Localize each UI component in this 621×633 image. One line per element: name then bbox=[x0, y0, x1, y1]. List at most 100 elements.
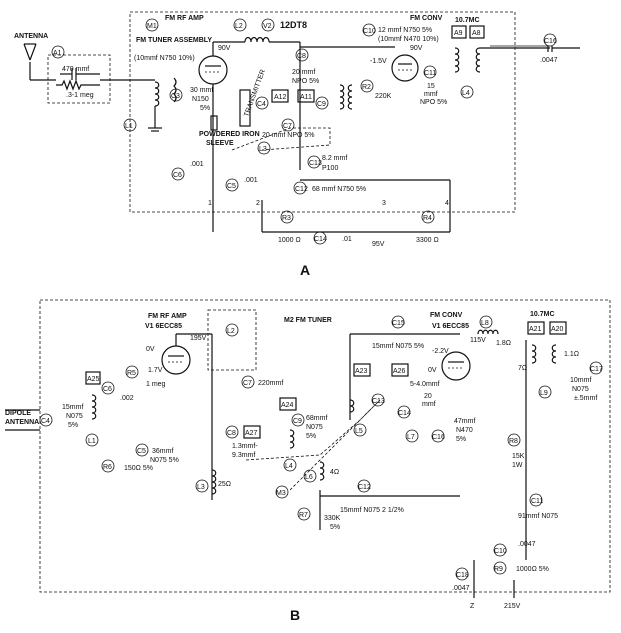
ref-c11-b: C11 bbox=[531, 498, 543, 505]
c3-tol: 5% bbox=[200, 105, 210, 112]
r2-value: 220K bbox=[375, 93, 392, 100]
conv-plate-b: 115V bbox=[470, 337, 486, 344]
node-1: 1 bbox=[208, 200, 212, 207]
ref-c12: C12 bbox=[295, 186, 308, 193]
c9-b-value: 68mmf bbox=[306, 415, 327, 422]
c13-b-value: 5-4.0mmf bbox=[410, 381, 440, 388]
ref-c6: C6 bbox=[173, 172, 182, 179]
c14-value: .01 bbox=[342, 236, 352, 243]
ref-c15: C15 bbox=[392, 320, 405, 327]
c3-tc: N150 bbox=[192, 96, 209, 103]
ref-c14: C14 bbox=[314, 236, 327, 243]
node-4: 4 bbox=[445, 200, 449, 207]
a1-network-box bbox=[47, 54, 111, 104]
ref-c10: C10 bbox=[363, 28, 376, 35]
ref-r4: R4 bbox=[423, 215, 432, 222]
c3-value: 30 mmf bbox=[190, 87, 213, 94]
ref-r6: R6 bbox=[103, 464, 112, 471]
conv-label-a: FM CONV bbox=[410, 15, 443, 22]
conv-grid-b: -2.2V bbox=[432, 348, 449, 355]
powdered-iron-label: POWDERED IRON bbox=[199, 131, 260, 138]
ref-r2: R2 bbox=[362, 84, 371, 91]
ref-c9: C9 bbox=[317, 101, 326, 108]
c4-b-c: 5% bbox=[68, 422, 78, 429]
ref-c6-b: C6 bbox=[103, 386, 112, 393]
ref-l4-b: L4 bbox=[285, 463, 293, 470]
ref-c13-b: C13 bbox=[372, 398, 385, 405]
if-freq-a: 10.7MC bbox=[455, 17, 480, 24]
ref-c16-b: C16 bbox=[432, 434, 445, 441]
c16-value: .0047 bbox=[540, 57, 558, 64]
tuner-assembly-label: FM TUNER ASSEMBLY bbox=[136, 37, 212, 44]
tube-label-a: 12DT8 bbox=[280, 20, 307, 30]
ref-a9: A9 bbox=[454, 30, 463, 37]
cath-v: 1.7V bbox=[148, 367, 163, 374]
conv-v-a: 90V bbox=[410, 45, 423, 52]
ref-c17: C17 bbox=[590, 366, 603, 373]
ref-a11: A11 bbox=[300, 94, 312, 101]
tuner-label-b: M2 FM TUNER bbox=[284, 317, 332, 324]
ref-c7-b: C7 bbox=[243, 380, 252, 387]
ref-l6: L6 bbox=[305, 474, 313, 481]
b-plus-b: 215V bbox=[504, 603, 521, 610]
c9-b-tc: N075 bbox=[306, 424, 323, 431]
r5-value: 1 meg bbox=[146, 381, 166, 388]
l1-coil bbox=[154, 81, 160, 107]
tuner-note: (10mmf N750 10%) bbox=[134, 55, 195, 62]
ref-l9: L9 bbox=[540, 390, 548, 397]
ref-l7: L7 bbox=[407, 434, 415, 441]
ref-c14-b: C14 bbox=[398, 410, 411, 417]
caption-b: B bbox=[290, 607, 300, 623]
c8-value: 20 mmf bbox=[292, 69, 315, 76]
conv-tube-a bbox=[391, 54, 419, 82]
ref-a25: A25 bbox=[87, 376, 100, 383]
c11-b-value: 91mmf N075 bbox=[518, 513, 558, 520]
ref-c16: C16 bbox=[544, 38, 557, 45]
l3-b-value: 25Ω bbox=[218, 481, 231, 488]
ref-a12: A12 bbox=[274, 94, 287, 101]
c4-b-a: 15mmf bbox=[62, 404, 83, 411]
r7-value: 330K bbox=[324, 515, 341, 522]
c5-b-value: 36mmf bbox=[152, 448, 173, 455]
if-r2: 1.1Ω bbox=[564, 351, 579, 358]
ref-a23: A23 bbox=[355, 368, 368, 375]
c13-value: 8.2 mmf bbox=[322, 155, 347, 162]
if-freq-b: 10.7MC bbox=[530, 311, 555, 318]
ref-c3: C3 bbox=[171, 93, 180, 100]
c8-tc: NPO 5% bbox=[292, 78, 319, 85]
ref-a26: A26 bbox=[393, 368, 406, 375]
ref-a1: A1 bbox=[53, 50, 62, 57]
node-2: 2 bbox=[256, 200, 260, 207]
antenna-b-label: ANTENNA bbox=[5, 419, 39, 426]
ref-c5: C5 bbox=[227, 183, 236, 190]
conv-tube-label-b: V1 6ECC85 bbox=[432, 323, 469, 330]
diagram-a: ANTENNA A1 470 mmf .3-1 meg M1 FM RF AMP… bbox=[14, 11, 580, 278]
c17-tc: N075 bbox=[572, 386, 589, 393]
c10-value: 12 mmf N750 5% bbox=[378, 27, 432, 34]
c8-b-range2: 9.3mmf bbox=[232, 452, 255, 459]
sleeve-label: SLEEVE bbox=[206, 140, 234, 147]
rf-tube-label-b: V1 6ECC85 bbox=[145, 323, 182, 330]
conv-grid0-b: 0V bbox=[428, 367, 437, 374]
ref-c7: C7 bbox=[283, 123, 292, 130]
rf-amp-label-a: FM RF AMP bbox=[165, 15, 204, 22]
l2-shield bbox=[207, 309, 257, 371]
ref-l3-b: L3 bbox=[197, 484, 205, 491]
rf-grid-b: 0V bbox=[146, 346, 155, 353]
ref-a24: A24 bbox=[281, 402, 294, 409]
ref-v2: V2 bbox=[263, 23, 272, 30]
dipole-label: DIPOLE bbox=[5, 410, 31, 417]
ref-m3: M3 bbox=[276, 490, 286, 497]
c18-value: .0047 bbox=[452, 585, 470, 592]
c13-tc: P100 bbox=[322, 165, 338, 172]
c15-value: 15mmf N075 5% bbox=[372, 343, 424, 350]
antenna-symbol bbox=[23, 43, 37, 80]
grid-v-a: -1.5V bbox=[370, 58, 387, 65]
node-3: 3 bbox=[382, 200, 386, 207]
conv-tube-b bbox=[441, 351, 471, 381]
ref-a21: A21 bbox=[529, 326, 542, 333]
c11-tc: NPO 5% bbox=[420, 99, 447, 106]
ref-c4: C4 bbox=[257, 101, 266, 108]
c9-b-tol: 5% bbox=[306, 433, 316, 440]
